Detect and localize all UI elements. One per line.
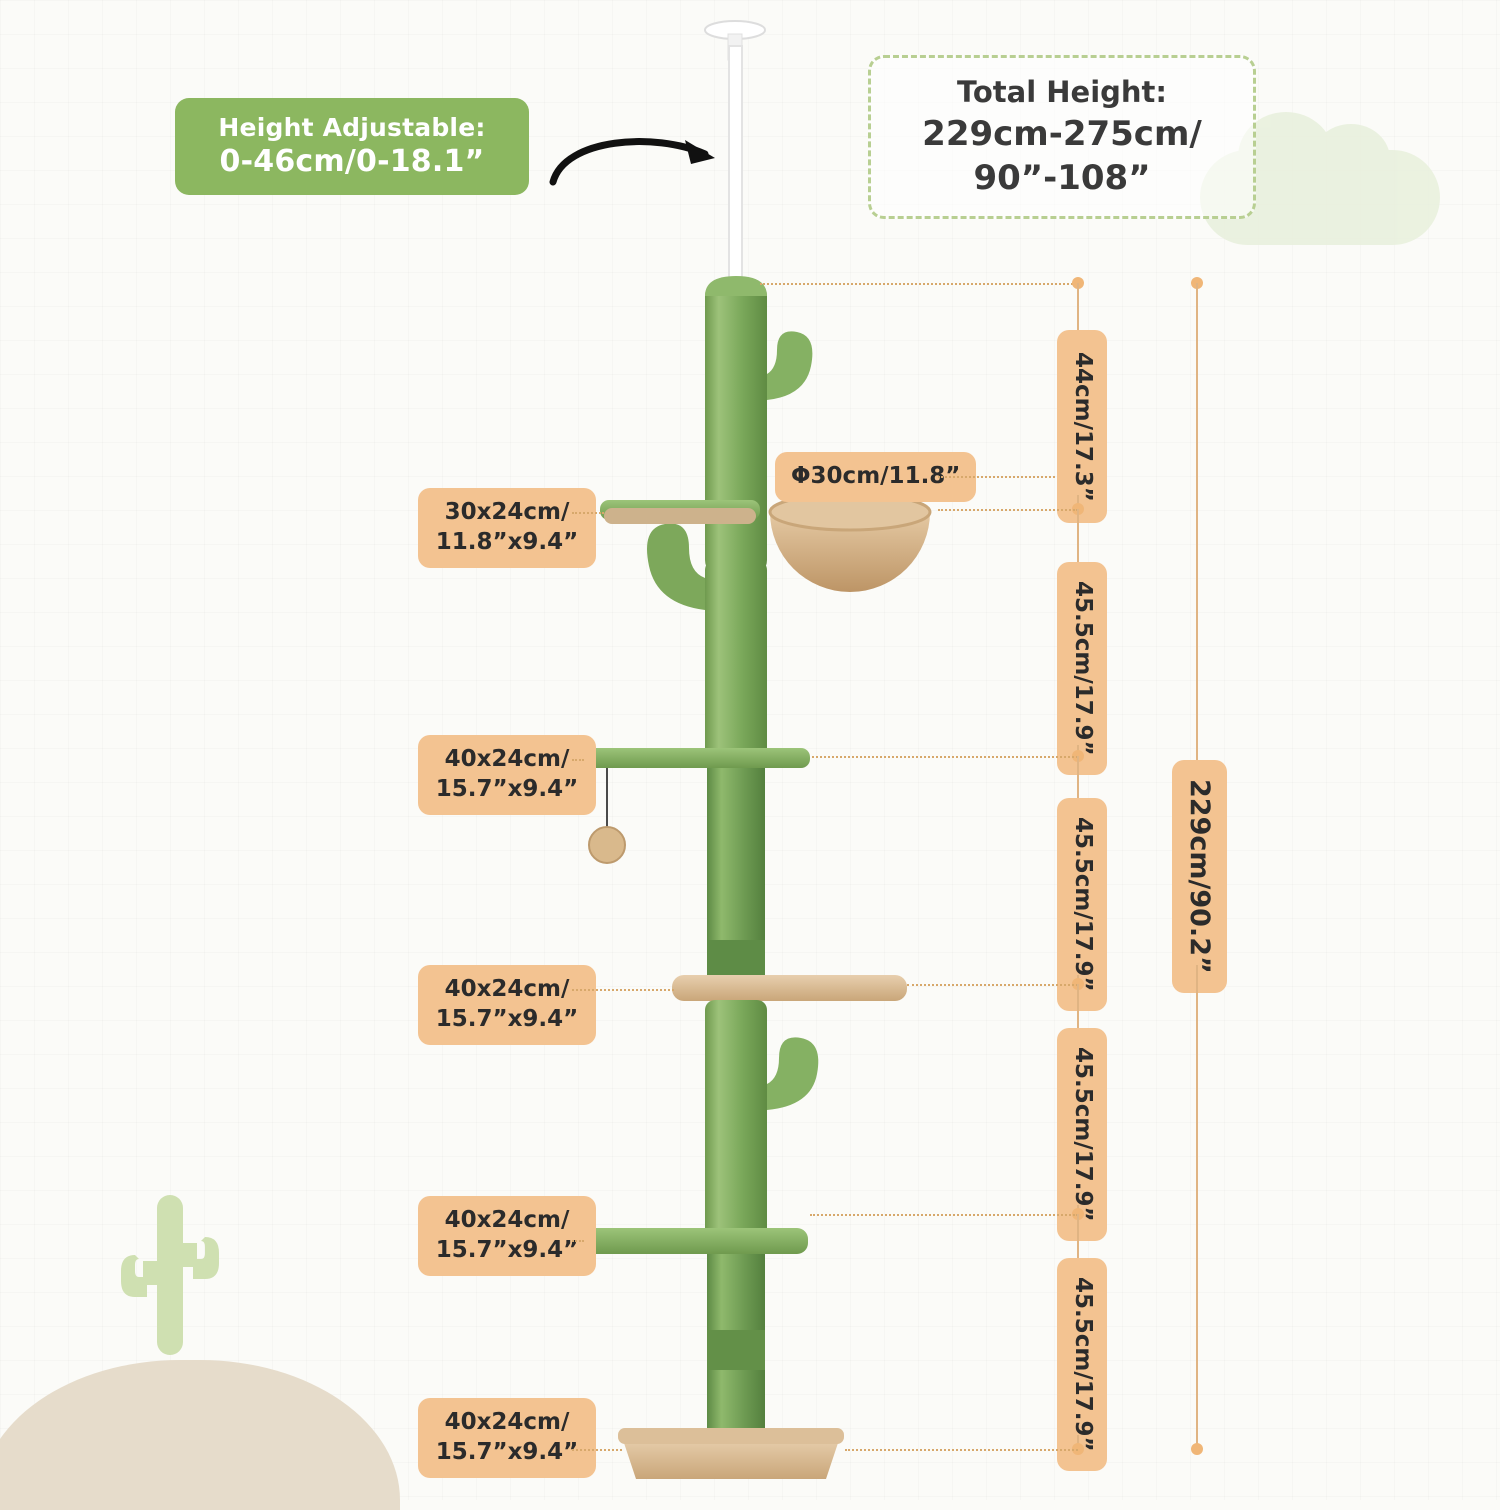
total-height-line1: Total Height: — [956, 75, 1168, 109]
shelf-size-tag-2: 40x24cm/ 15.7”x9.4” — [418, 735, 596, 815]
leader-line-seg5 — [845, 1449, 1078, 1451]
segment-tag-1: 44cm/17.3” — [1057, 330, 1107, 523]
segment-tag-2: 45.5cm/17.9” — [1057, 562, 1107, 775]
segment-tag-3: 45.5cm/17.9” — [1057, 798, 1107, 1011]
height-adjustable-line2: 0-46cm/0-18.1” — [219, 144, 485, 180]
total-height-callout: Total Height: 229cm-275cm/ 90”-108” — [868, 55, 1256, 220]
total-height-line3: 90”-108” — [973, 157, 1151, 198]
leader-line-1 — [572, 512, 604, 514]
segment-tag-5: 45.5cm/17.9” — [1057, 1258, 1107, 1471]
total-dot-bottom — [1191, 1443, 1203, 1455]
shelf-size-tag-4: 40x24cm/ 15.7”x9.4” — [418, 1196, 596, 1276]
measure-line-1a — [1077, 509, 1079, 569]
height-adjustable-callout: Height Adjustable: 0-46cm/0-18.1” — [175, 98, 529, 195]
measure-line-4a — [1077, 1214, 1079, 1262]
leader-line-5 — [572, 1449, 622, 1451]
measure-line-2a — [1077, 756, 1079, 804]
leader-line-top — [760, 283, 1080, 285]
cactus-icon — [121, 1195, 219, 1355]
leader-line-3 — [572, 989, 674, 991]
total-height-tag: 229cm/90.2” — [1172, 760, 1228, 993]
leader-line-seg1 — [938, 509, 1078, 511]
shelf-size-tag-5: 40x24cm/ 15.7”x9.4” — [418, 1398, 596, 1478]
shelf-size-tag-1: 30x24cm/ 11.8”x9.4” — [418, 488, 596, 568]
measure-line-3a — [1077, 984, 1079, 1032]
leader-line-seg2 — [812, 756, 1078, 758]
measure-dot-5 — [1072, 1443, 1084, 1455]
measure-line-4b — [1077, 1435, 1079, 1449]
segment-tag-4: 45.5cm/17.9” — [1057, 1028, 1107, 1241]
total-line-bottom — [1196, 965, 1198, 1445]
total-height-line2: 229cm-275cm/ — [922, 113, 1202, 154]
curved-arrow-icon — [549, 138, 715, 186]
leader-line-seg3 — [907, 984, 1078, 986]
leader-line-seg4 — [810, 1214, 1078, 1216]
leader-line-4 — [572, 1240, 584, 1242]
leader-line-2 — [572, 759, 584, 761]
leader-line-basket — [938, 476, 1078, 478]
shelf-size-tag-3: 40x24cm/ 15.7”x9.4” — [418, 965, 596, 1045]
total-line-top — [1196, 283, 1198, 763]
measure-line-0b — [1077, 495, 1079, 509]
measure-line-0a — [1077, 283, 1079, 343]
height-adjustable-line1: Height Adjustable: — [218, 113, 486, 142]
